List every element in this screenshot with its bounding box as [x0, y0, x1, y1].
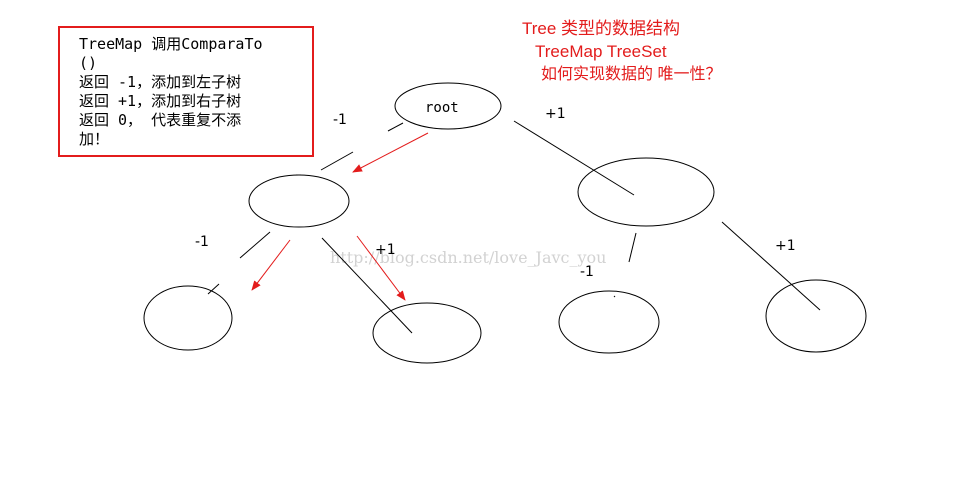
node-right [577, 157, 715, 227]
note-line: 返回 0， 代表重复不添 [79, 111, 242, 129]
edge-label-root-left: -1 [333, 112, 347, 128]
note-line: 返回 -1，添加到左子树 [79, 73, 242, 91]
edge-root-left-segment-2 [320, 151, 354, 171]
edge-label-right-left: -1 [580, 264, 594, 280]
arrow-root-to-left [352, 132, 429, 173]
edge-label-left-left: -1 [195, 234, 209, 250]
note-line: TreeMap 调用ComparaTo [79, 35, 263, 53]
node-root [394, 82, 502, 130]
note-line: () [79, 54, 98, 72]
heading-line-3: 如何实现数据的 唯一性？ [541, 66, 722, 83]
edge-label-right-right: +1 [775, 238, 796, 254]
edge-root-left-segment-1 [387, 122, 404, 132]
node-root-label: root [425, 100, 459, 116]
edge-right-right [721, 221, 821, 311]
edge-left-left-stub [207, 283, 220, 295]
node-left-left [143, 285, 233, 351]
edge-left-right [321, 237, 413, 334]
heading-line-1: Tree 类型的数据结构 [522, 19, 681, 38]
edge-root-right [513, 120, 635, 196]
edge-label-root-right: +1 [545, 106, 566, 122]
node-right-right [765, 279, 867, 353]
edge-right-left-dot [613, 295, 616, 298]
edge-right-left [628, 232, 637, 263]
note-line: 返回 +1，添加到右子树 [79, 92, 242, 110]
arrow-left-to-left-right [356, 235, 406, 301]
comparator-note-box: TreeMap 调用ComparaTo () 返回 -1，添加到左子树 返回 +… [58, 26, 314, 157]
heading-line-2: TreeMap TreeSet [535, 42, 667, 61]
note-text: TreeMap 调用ComparaTo () 返回 -1，添加到左子树 返回 +… [79, 35, 263, 149]
node-left [248, 174, 350, 228]
note-line: 加！ [79, 130, 110, 148]
edge-left-left [239, 231, 271, 259]
watermark-text: http://blog.csdn.net/love_Javc_you [330, 248, 606, 267]
node-right-left [558, 290, 660, 354]
node-left-right [372, 302, 482, 364]
arrow-left-to-left-left [251, 239, 291, 291]
edge-label-left-right: +1 [375, 242, 396, 258]
